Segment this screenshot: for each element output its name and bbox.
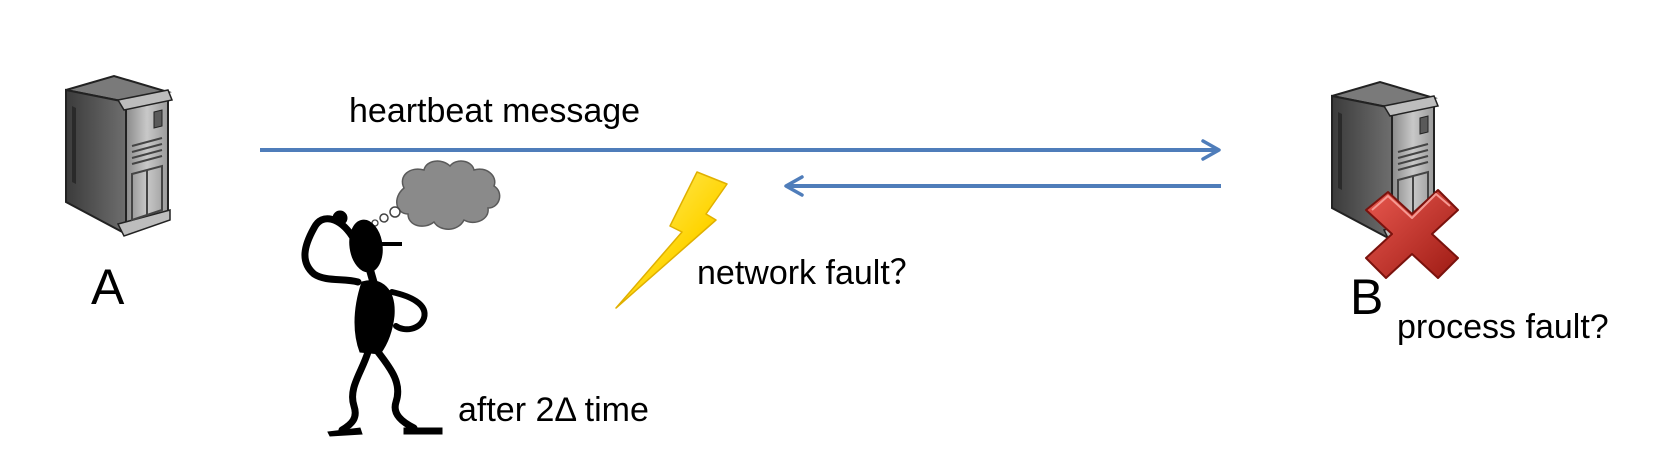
node-b-label: B [1350, 269, 1384, 325]
red-x-failure-icon [1365, 189, 1459, 279]
network-fault-label: network fault？ [697, 254, 924, 292]
heartbeat-message-label: heartbeat message [349, 92, 641, 130]
server-a-icon [65, 75, 173, 237]
lightning-bolt-icon [615, 171, 728, 309]
node-a-label: A [91, 259, 125, 315]
timeout-label: after 2Δ time [458, 391, 649, 429]
process-fault-label: process fault? [1397, 308, 1609, 346]
thinking-person-icon [301, 210, 443, 437]
thought-cloud-icon [371, 160, 501, 230]
